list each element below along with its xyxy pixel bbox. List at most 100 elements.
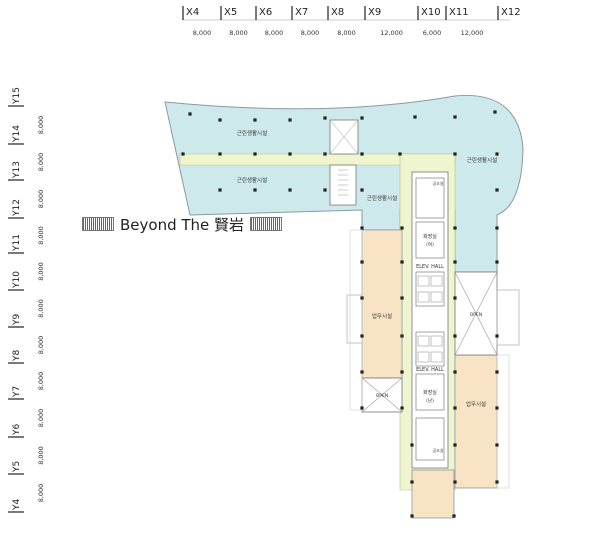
structural-columns	[181, 110, 499, 518]
column	[410, 514, 414, 518]
column	[400, 334, 404, 338]
core-block	[411, 171, 449, 469]
column	[253, 152, 257, 156]
column	[360, 296, 364, 300]
label-utility-2: 공조실	[432, 447, 443, 453]
x-spacing-label: 12,000	[380, 29, 403, 37]
column	[398, 152, 402, 156]
column	[495, 226, 499, 230]
fin-left-lower	[349, 229, 363, 411]
label-toilet-f: 화장실	[423, 233, 437, 240]
y-axis-label-y8: Y8	[12, 350, 22, 362]
column	[400, 406, 404, 410]
column	[495, 443, 499, 447]
column	[253, 188, 257, 192]
label-open-2: OPEN	[376, 393, 388, 399]
column	[453, 296, 457, 300]
fin-right-lower	[496, 354, 510, 489]
y-spacing-label: 8,000	[37, 226, 45, 245]
room-labels: 근린생활시설 근린생활시설 근린생활시설 근린생활시설 업무시설 업무시설 OP…	[237, 129, 497, 453]
column	[495, 152, 499, 156]
y-axis-label-y5: Y5	[12, 461, 22, 473]
open-void-left-diagonal-2	[361, 377, 403, 413]
label-open-1: OPEN	[470, 312, 482, 318]
fin-left	[346, 294, 363, 344]
label-utility-1: 공조실	[432, 180, 443, 186]
column	[495, 480, 499, 484]
column	[453, 115, 457, 119]
column	[400, 370, 404, 374]
x-spacing-label: 12,000	[461, 29, 484, 37]
office-zone-right	[454, 354, 498, 489]
y-spacing-label: 8,000	[37, 153, 45, 172]
y-spacing-label: 8,000	[37, 409, 45, 428]
column	[360, 226, 364, 230]
label-retail-4: 근린생활시설	[467, 156, 497, 164]
x-spacing-label: 6,000	[423, 29, 442, 37]
column	[400, 226, 404, 230]
column	[495, 260, 499, 264]
label-office-1: 업무시설	[372, 312, 392, 320]
column	[453, 226, 457, 230]
x-spacing-label: 8,000	[301, 29, 320, 37]
x-axis-label-x9: X9	[368, 7, 381, 18]
y-axis-label-y6: Y6	[12, 424, 22, 436]
column	[323, 116, 327, 120]
column	[360, 370, 364, 374]
column	[495, 188, 499, 192]
y-axis-label-y4: Y4	[12, 499, 22, 511]
x-axis-label-x4: X4	[186, 7, 199, 18]
x-axis-label-x8: X8	[331, 7, 344, 18]
fin-right	[496, 289, 520, 346]
column	[453, 443, 457, 447]
y-spacing-label: 8,000	[37, 299, 45, 318]
column	[410, 480, 414, 484]
column	[453, 406, 457, 410]
x-spacing-label: 8,000	[229, 29, 248, 37]
column	[360, 406, 364, 410]
label-office-2: 업무시설	[466, 400, 486, 408]
core-elevator-1	[415, 271, 445, 307]
column	[453, 480, 457, 484]
column	[288, 118, 292, 122]
column	[493, 110, 497, 114]
x-spacing-label: 8,000	[265, 29, 284, 37]
core-toilet-m	[415, 373, 445, 411]
column	[323, 152, 327, 156]
label-toilet-m-sub: (남)	[426, 397, 434, 404]
y-axis-label-y7: Y7	[12, 386, 22, 398]
column	[288, 152, 292, 156]
column	[360, 260, 364, 264]
office-zone-bottom	[411, 469, 455, 519]
column	[495, 406, 499, 410]
y-axis-label-y11: Y11	[12, 234, 22, 252]
column	[452, 514, 456, 518]
core-utility-1	[415, 177, 445, 219]
column	[413, 115, 417, 119]
column	[360, 334, 364, 338]
y-axis-label-y14: Y14	[12, 125, 22, 143]
column	[253, 118, 257, 122]
column	[453, 370, 457, 374]
y-axis-label-y12: Y12	[12, 199, 22, 217]
column	[288, 188, 292, 192]
column	[181, 152, 185, 156]
open-void-right-diagonal-2	[454, 271, 498, 356]
y-axis-label-y15: Y15	[12, 87, 22, 105]
y-spacing-label: 8,000	[37, 116, 45, 135]
stair-upper-diagonal-2	[329, 119, 359, 155]
x-axis-label-x5: X5	[224, 7, 237, 18]
column	[188, 112, 192, 116]
y-spacing-label: 8,000	[37, 484, 45, 503]
title-text: Beyond The 賢岩	[120, 215, 245, 234]
column	[495, 370, 499, 374]
column	[400, 296, 404, 300]
column	[410, 443, 414, 447]
column	[453, 260, 457, 264]
label-retail-2: 근린생활시설	[237, 176, 267, 184]
x-axis-label-x6: X6	[259, 7, 272, 18]
x-axis-label-x11: X11	[449, 7, 469, 18]
core-elevator-2	[415, 331, 445, 367]
column	[323, 188, 327, 192]
